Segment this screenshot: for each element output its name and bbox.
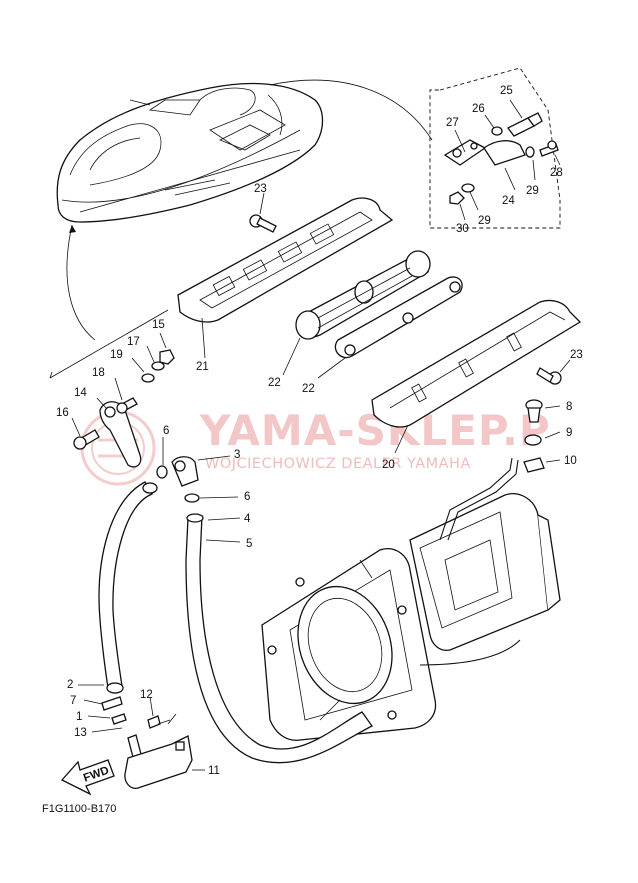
- bolt-23-right: [536, 359, 571, 385]
- callout-2: 2: [67, 679, 73, 691]
- callout-14: 14: [74, 387, 87, 399]
- callout-13: 13: [74, 727, 87, 739]
- callout-1: 1: [76, 711, 82, 723]
- detail-box-bracket: [429, 67, 561, 229]
- watermark-subtitle: WOJCIECHOWICZ DEALER YAMAHA: [205, 456, 471, 472]
- callout-3: 3: [234, 449, 240, 461]
- sensor-assembly: [83, 696, 205, 789]
- callout-30: 30: [456, 223, 469, 235]
- callout-8: 8: [566, 401, 572, 413]
- fwd-arrow: FWD: [60, 759, 115, 796]
- pump-housing: [261, 457, 561, 741]
- callout-9: 9: [566, 427, 572, 439]
- plug-assembly: [523, 399, 561, 473]
- callout-22a: 22: [268, 377, 281, 389]
- callout-labels: 1 2 3 4 5 6 6 7 8 9 10 11 12 13 14 15 16…: [56, 85, 583, 777]
- bolt-23-top: [249, 192, 277, 233]
- callout-12: 12: [140, 689, 153, 701]
- callout-15: 15: [152, 319, 165, 331]
- callout-23b: 23: [570, 349, 583, 361]
- callout-7: 7: [70, 695, 76, 707]
- cover-20: [371, 299, 582, 454]
- callout-5: 5: [246, 538, 252, 550]
- callout-24: 24: [502, 195, 515, 207]
- callout-19: 19: [110, 349, 123, 361]
- tube-22: [282, 250, 431, 376]
- cover-21: [177, 197, 394, 359]
- watermark: YAMA-SKLEP.P WOJCIECHOWICZ DEALER YAMAHA: [80, 406, 550, 486]
- callout-22b: 22: [302, 383, 315, 395]
- hose-5: [185, 513, 373, 764]
- hose-2: [78, 481, 158, 694]
- diagram-code: F1G1100-B170: [42, 803, 116, 815]
- bracket-22-lower: [317, 276, 463, 379]
- jet-ski-illustration: [56, 79, 433, 341]
- callout-6b: 6: [244, 491, 250, 503]
- callout-4: 4: [244, 513, 251, 525]
- callout-11: 11: [208, 765, 220, 777]
- bracket-14: [49, 309, 175, 468]
- callout-16: 16: [56, 407, 69, 419]
- callout-23a: 23: [254, 183, 267, 195]
- callout-29b: 29: [478, 215, 491, 227]
- callout-28: 28: [550, 167, 563, 179]
- callout-6a: 6: [163, 425, 169, 437]
- callout-29a: 29: [526, 185, 539, 197]
- callout-21: 21: [196, 361, 209, 373]
- callout-27: 27: [446, 117, 459, 129]
- callout-17: 17: [127, 336, 140, 348]
- callout-25: 25: [500, 85, 513, 97]
- callout-26: 26: [472, 103, 485, 115]
- callout-20: 20: [382, 459, 395, 471]
- callout-10: 10: [564, 455, 577, 467]
- callout-18: 18: [92, 367, 105, 379]
- valve-3: [156, 437, 239, 503]
